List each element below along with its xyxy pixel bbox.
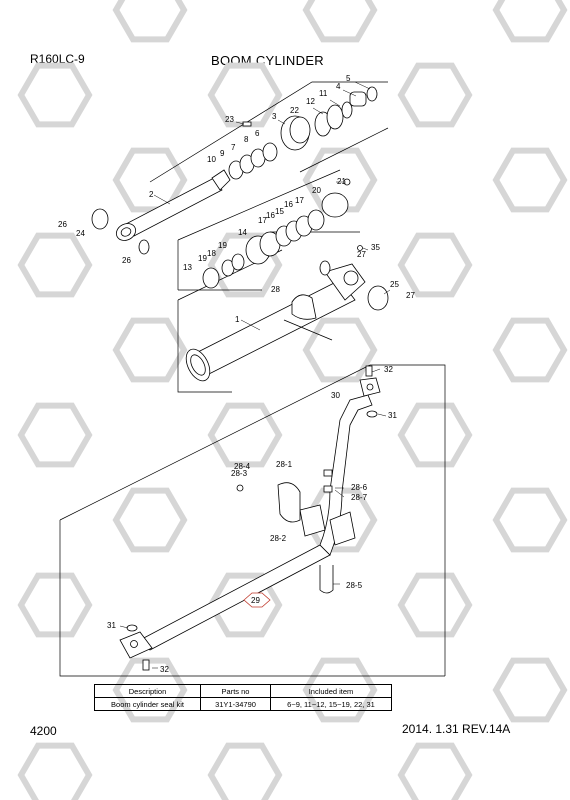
hexagon-logo-icon [17,572,93,638]
callout-13: 13 [183,263,192,272]
hexagon-logo-icon [207,742,283,800]
callout-32-a: 32 [384,365,393,374]
hexagon-logo-icon [17,232,93,298]
hexagon-logo-icon [17,742,93,800]
column-header-description: Description [94,684,201,698]
hexagon-logo-icon [492,0,568,43]
callout-32-b: 32 [160,665,169,674]
hexagon-logo-icon [397,62,473,128]
table-header-row: Description Parts no Included item [94,684,392,698]
callout-28-5: 28-5 [346,581,363,590]
callout-28-1: 28-1 [276,460,293,469]
callout-31-b: 31 [107,621,116,630]
callout-19-a: 19 [218,241,227,250]
leader-lines [119,81,391,669]
callout-26-b: 26 [122,256,131,265]
callout-17-b: 17 [258,216,267,225]
hexagon-logo-icon [112,317,188,383]
revision-date: 2014. 1.31 REV.14A [402,722,511,736]
hexagon-logo-icon [207,62,283,128]
callout-26-a: 26 [58,220,67,229]
gland-parts [91,86,389,320]
callout-12: 12 [306,97,315,106]
hexagon-logo-icon [397,572,473,638]
callout-5: 5 [346,74,351,83]
hexagon-logo-icon [112,0,188,43]
table-row: Boom cylinder seal kit 31Y1-34790 6~9, 1… [94,697,392,711]
hexagon-logo-icon [302,147,378,213]
piston-rod [115,169,231,241]
callout-20: 20 [312,186,321,195]
hexagon-callout-icon [243,592,271,608]
callout-4: 4 [336,82,341,91]
hexagon-logo-icon [492,487,568,553]
callout-10: 10 [207,155,216,164]
callout-24: 24 [76,229,85,238]
column-header-included-item: Included item [270,684,392,698]
callout-22: 22 [290,106,299,115]
callout-2: 2 [149,190,154,199]
hydraulic-pipe [119,365,381,671]
hexagon-logo-icon [397,402,473,468]
callout-3: 3 [272,112,277,121]
hexagon-logo-icon [207,232,283,298]
callout-27-b: 27 [406,291,415,300]
callout-16: 16 [284,200,293,209]
callout-28-3: 28-3 [231,469,248,478]
callout-31-a: 31 [388,411,397,420]
hexagon-logo-icon [207,402,283,468]
callout-27-a: 27 [357,250,366,259]
cell-parts-no: 31Y1-34790 [200,697,271,711]
callout-9: 9 [220,149,225,158]
callout-16-b: 16 [266,211,275,220]
hexagon-logo-icon [492,147,568,213]
callout-19-b: 19 [198,254,207,263]
callout-25: 25 [390,280,399,289]
callout-28: 28 [271,285,280,294]
hexagon-logo-icon [492,317,568,383]
callout-1: 1 [235,315,240,324]
callout-28-4: 28-4 [234,462,251,471]
callout-23: 23 [225,115,234,124]
hexagon-logo-icon [17,62,93,128]
callout-28-7: 28-7 [351,493,368,502]
model-label: R160LC-9 [30,52,85,66]
callout-18: 18 [207,249,216,258]
callout-6: 6 [255,129,260,138]
callout-14: 14 [238,228,247,237]
hexagon-logo-icon [302,0,378,43]
callout-28-6: 28-6 [351,483,368,492]
callout-labels: 5 4 11 12 22 3 23 6 8 7 9 10 2 21 20 17 … [58,74,415,674]
cell-description: Boom cylinder seal kit [94,697,201,711]
column-header-parts-no: Parts no [200,684,271,698]
callout-21: 21 [337,177,346,186]
page-number: 4200 [30,724,57,738]
callout-8: 8 [244,135,249,144]
callout-30: 30 [331,391,340,400]
hexagon-logo-icon [17,402,93,468]
callout-17-a: 17 [295,196,304,205]
callout-29: 29 [251,596,260,605]
hexagon-logo-icon [492,657,568,723]
seal-kit-table: Description Parts no Included item Boom … [94,684,392,711]
hexagon-logo-icon [397,232,473,298]
hexagon-logo-icon [302,317,378,383]
callout-35: 35 [371,243,380,252]
callout-11: 11 [319,89,328,98]
hexagon-logo-icon [397,742,473,800]
callout-7: 7 [231,143,236,152]
cylinder-tube [185,263,366,382]
cell-included-item: 6~9, 11~12, 15~19, 22, 31 [270,697,392,711]
callout-15: 15 [275,207,284,216]
callout-28-2: 28-2 [270,534,287,543]
hexagon-logo-icon [112,487,188,553]
